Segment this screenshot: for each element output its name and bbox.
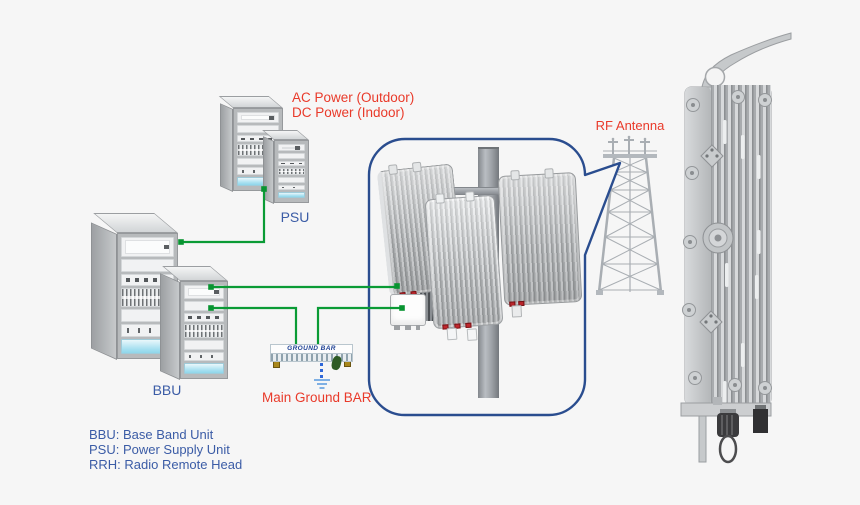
rack-slot-modules — [278, 160, 305, 166]
cable-gland — [717, 413, 739, 437]
legend-item-rrh: RRH: Radio Remote Head — [89, 457, 243, 472]
rrh-unit-right — [497, 168, 583, 318]
rrh-unit-center — [424, 191, 504, 341]
ac-power-label: AC Power (Outdoor) — [292, 90, 415, 105]
ground-wire-dotted — [320, 363, 323, 379]
psu-rack-front — [262, 130, 309, 204]
rrh-photo — [680, 32, 792, 464]
rack-side — [220, 103, 233, 192]
bracket-hole — [704, 66, 726, 88]
rack-slot-panelbtn — [237, 112, 279, 124]
rack-slot-blank — [184, 339, 224, 350]
rrh-connector — [465, 322, 472, 329]
legend: BBU: Base Band Unit PSU: Power Supply Un… — [89, 427, 242, 472]
tower-platform — [603, 154, 657, 158]
ground-bar-text: GROUND BAR — [270, 344, 353, 354]
rack-slot-blank — [237, 125, 279, 134]
psu-label: PSU — [280, 209, 310, 225]
connection-dot — [178, 239, 184, 245]
rack-side — [263, 136, 274, 204]
rack-slot-ticks — [184, 351, 224, 362]
rack-side — [91, 222, 117, 360]
rf-antenna-tower — [596, 135, 664, 295]
rack-side — [160, 273, 180, 380]
rack-slot-cyan — [278, 192, 305, 199]
rrh-port-cap — [544, 168, 554, 179]
rf-antenna-label: RF Antenna — [595, 118, 665, 133]
legend-item-psu: PSU: Power Supply Unit — [89, 442, 230, 457]
power-type-label: AC Power (Outdoor) DC Power (Indoor) — [292, 90, 414, 120]
rack-slot-blank — [278, 177, 305, 183]
rrh-port-cap — [388, 164, 399, 176]
rrh-cable-tag — [511, 305, 523, 318]
rack-slot-panelbtn — [278, 144, 305, 152]
heatsink-fins — [711, 85, 771, 407]
ground-bar-holes — [270, 354, 353, 362]
mount-plates — [699, 144, 724, 334]
rrh-port-cap — [411, 161, 422, 173]
rack-slot-comb — [184, 323, 224, 338]
rrh-cable-tag — [446, 327, 458, 341]
rrh-photo-body — [684, 86, 772, 406]
bracket-leg — [698, 415, 707, 463]
rack-slot-panelbtn — [184, 285, 224, 300]
mounting-arm — [700, 32, 792, 98]
bbu-rack-back — [91, 213, 178, 360]
rrh-port-cap — [465, 191, 475, 202]
rrh-port-cap — [510, 169, 520, 181]
rrh-junction-box — [390, 294, 426, 330]
rack-slot-blank — [184, 301, 224, 311]
rack-slot-ticks — [278, 184, 305, 191]
center-boss — [702, 222, 734, 254]
ground-bar: GROUND BAR — [270, 344, 353, 362]
ground-clamp — [330, 355, 343, 371]
rack-slot-panelbtn — [121, 237, 174, 257]
ground-bar-foot — [273, 361, 280, 368]
rrh-port-cap — [435, 193, 445, 204]
base-plate — [680, 402, 772, 417]
bbu-rack-front — [160, 266, 228, 380]
rack-slot-modules — [184, 312, 224, 322]
rack-slot-cyan — [184, 363, 224, 375]
cable-psu-to-bbu — [181, 189, 266, 244]
rack-slot-blank — [121, 258, 174, 272]
rrh-cable-tag — [466, 328, 478, 341]
legend-item-bbu: BBU: Base Band Unit — [89, 427, 214, 442]
bolts — [682, 90, 772, 395]
rack-slot-blank — [278, 153, 305, 159]
main-ground-bar-label: Main Ground BAR — [262, 390, 372, 405]
connector-dark — [753, 409, 768, 433]
ground-symbol-icon — [314, 379, 330, 389]
bbu-label: BBU — [152, 382, 182, 398]
dc-power-label: DC Power (Indoor) — [292, 105, 405, 120]
rack-slot-comb — [278, 167, 305, 176]
cable-loop — [718, 434, 738, 464]
